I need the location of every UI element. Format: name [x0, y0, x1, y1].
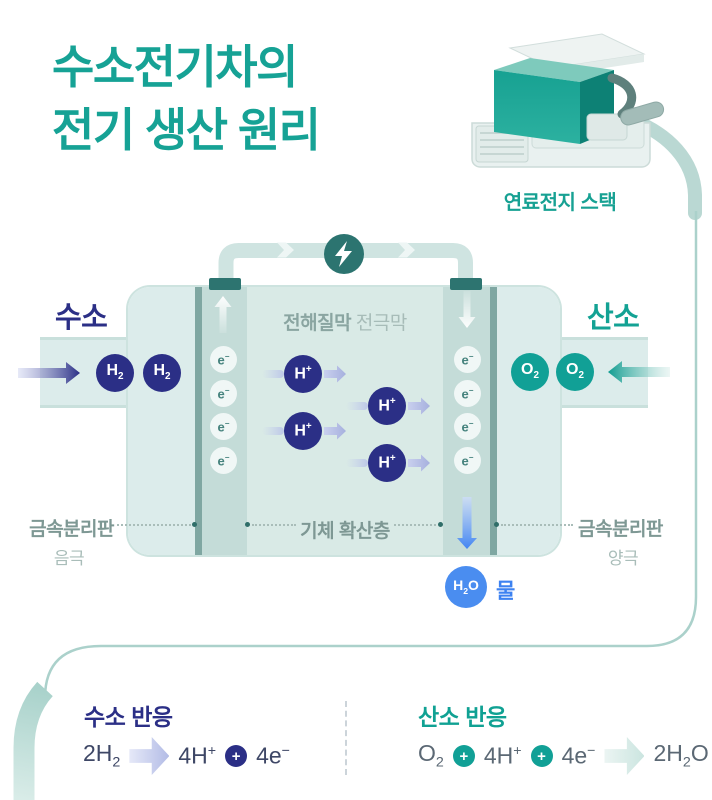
product-4h: 4H+: [178, 742, 217, 769]
reactant-2h2: 2H2: [83, 740, 121, 771]
electron: e−: [210, 346, 237, 373]
current-collector-left: [209, 278, 241, 290]
cathode-gas-channel: [497, 287, 560, 555]
page-title: 수소전기차의 전기 생산 원리: [52, 36, 321, 162]
proton: H+: [368, 444, 406, 482]
left-plate-callout: 금속분리판 음극: [24, 514, 114, 569]
right-electrode-label: 양극: [607, 549, 639, 568]
right-plate-callout: 금속분리판 양극: [578, 514, 668, 569]
callout-dot: [494, 522, 499, 527]
electron: e−: [454, 413, 481, 440]
h2o-molecule: H2O: [445, 566, 487, 608]
o2-text: O: [566, 361, 579, 379]
reactant-4h: 4H+: [483, 742, 522, 769]
oxygen-label: 산소: [587, 302, 640, 334]
water-label: 물: [496, 580, 515, 603]
callout-dot: [438, 522, 443, 527]
o2-text: O: [521, 361, 534, 379]
o2-molecule: O2: [556, 353, 594, 391]
stack-hose: [607, 73, 637, 119]
left-electrode-label: 음극: [53, 549, 85, 568]
dotted-line: [252, 524, 296, 526]
page-title-line1: 수소전기차의: [52, 41, 298, 93]
electron: e−: [454, 346, 481, 373]
dotted-line: [394, 524, 436, 526]
reaction-divider: [345, 701, 347, 775]
o2-molecule: O2: [511, 353, 549, 391]
proton: H+: [284, 355, 322, 393]
proton: H+: [368, 387, 406, 425]
h2-molecule: H2: [143, 354, 181, 392]
bipolar-plate-left: [195, 287, 202, 555]
callout-dot: [245, 522, 250, 527]
gas-diffusion-label: 기체 확산층: [300, 521, 390, 542]
callout-dot: [192, 522, 197, 527]
reactant-4e: 4e−: [561, 742, 596, 769]
circuit-flow-arrow-left: [277, 242, 294, 258]
membrane-label: 전해질막 전극막: [247, 308, 443, 335]
external-circuit-pipe: [218, 243, 473, 283]
hydrogen-reaction-title: 수소 반응: [84, 704, 173, 730]
bottom-pipe: [13, 681, 54, 800]
lightning-bolt-icon: [335, 241, 352, 267]
plus-icon: +: [225, 745, 248, 767]
electron: e−: [210, 413, 237, 440]
stack-core-top: [494, 58, 614, 82]
product-2h2o: 2H2O: [653, 740, 709, 771]
stack-core-front: [494, 70, 580, 144]
fuel-cell-stack-label: 연료전지 스택: [503, 192, 617, 214]
page-title-line2: 전기 생산 원리: [52, 104, 321, 156]
proton: H+: [284, 412, 322, 450]
fuel-cell-stack-illustration: [471, 33, 665, 168]
hydrogen-label: 수소: [55, 302, 108, 334]
reaction-arrow: [604, 737, 645, 775]
electron: e−: [454, 380, 481, 407]
dotted-line: [117, 524, 191, 526]
reactant-o2: O2: [418, 740, 444, 771]
electricity-circle: [324, 234, 364, 274]
membrane-label-primary: 전해질막: [283, 313, 352, 334]
left-plate-label: 금속분리판: [29, 519, 114, 540]
plus-icon: +: [530, 745, 553, 767]
h2-molecule: H2: [96, 354, 134, 392]
membrane-label-secondary: 전극막: [355, 313, 407, 334]
oxygen-reaction-title: 산소 반응: [418, 704, 507, 730]
product-4e: 4e−: [256, 742, 290, 769]
plus-icon: +: [452, 745, 475, 767]
circuit-flow-arrow-right: [398, 242, 415, 258]
right-plate-label: 금속분리판: [578, 519, 663, 540]
reaction-arrow: [129, 737, 170, 775]
bipolar-plate-right: [490, 287, 497, 555]
anode-gas-channel: [128, 287, 195, 555]
oxygen-reaction-formula: O2 + 4H+ + 4e− 2H2O: [418, 736, 709, 776]
dotted-line: [501, 524, 573, 526]
electron: e−: [210, 447, 237, 474]
electron: e−: [210, 380, 237, 407]
h2-text: H: [153, 362, 166, 380]
h2-text: H: [106, 362, 119, 380]
current-collector-right: [450, 278, 482, 290]
electron: e−: [454, 447, 481, 474]
hydrogen-reaction-formula: 2H2 4H+ + 4e−: [83, 736, 290, 776]
